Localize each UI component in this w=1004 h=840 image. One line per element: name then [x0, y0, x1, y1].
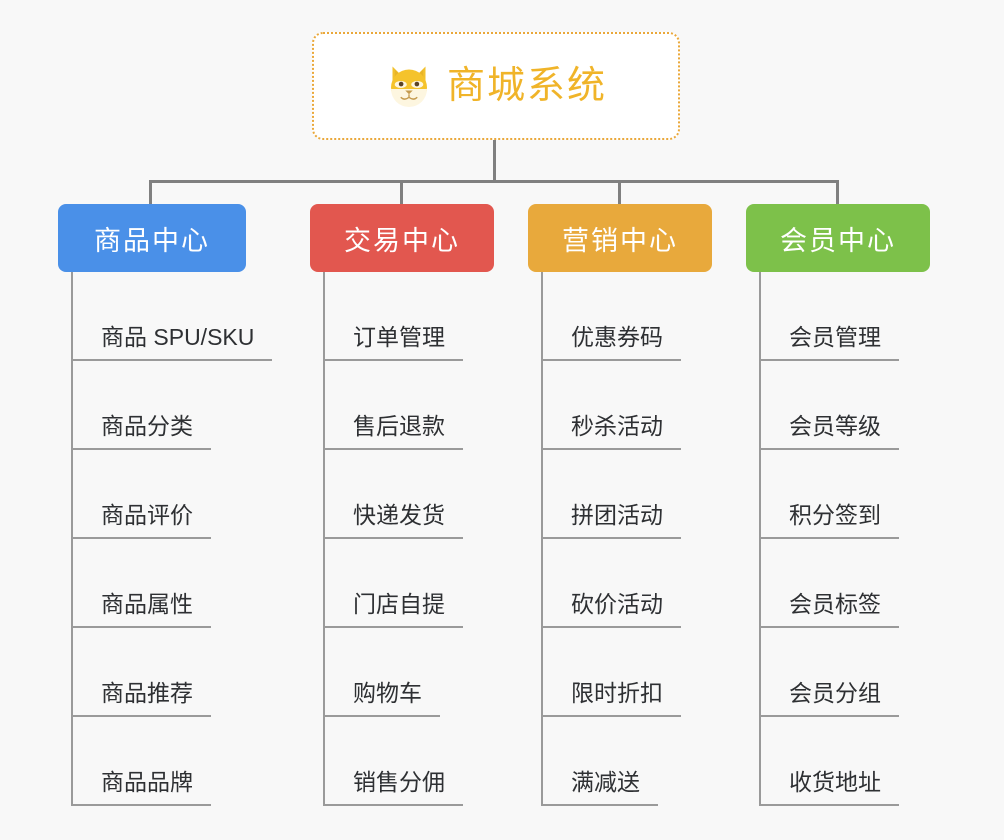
- list-item-label: 商品 SPU/SKU: [71, 324, 273, 361]
- item-list-trade-center: 订单管理 售后退款 快递发货 门店自提 购物车 销售分佣: [310, 272, 494, 806]
- list-item[interactable]: 商品品牌: [58, 717, 246, 806]
- list-item[interactable]: 收货地址: [746, 717, 930, 806]
- list-item-label: 商品属性: [71, 591, 211, 628]
- list-item[interactable]: 会员分组: [746, 628, 930, 717]
- list-item-label: 销售分佣: [323, 769, 463, 806]
- list-item[interactable]: 售后退款: [310, 361, 494, 450]
- connector-drop-3: [618, 180, 621, 206]
- connector-drop-1: [149, 180, 152, 206]
- list-item[interactable]: 商品推荐: [58, 628, 246, 717]
- list-item[interactable]: 会员标签: [746, 539, 930, 628]
- root-node[interactable]: 商城系统: [312, 32, 680, 140]
- list-item[interactable]: 砍价活动: [528, 539, 712, 628]
- list-item[interactable]: 优惠券码: [528, 272, 712, 361]
- list-item-label: 快递发货: [323, 502, 463, 539]
- list-item[interactable]: 门店自提: [310, 539, 494, 628]
- list-item-label: 积分签到: [759, 502, 899, 539]
- list-item-label: 砍价活动: [541, 591, 681, 628]
- category-header-label: 交易中心: [344, 225, 460, 256]
- list-item[interactable]: 商品 SPU/SKU: [58, 272, 273, 361]
- category-column-product-center: 商品中心 商品 SPU/SKU 商品分类 商品评价 商品属性 商品推荐 商品品牌: [58, 204, 273, 806]
- connector-horizontal-bus: [150, 180, 838, 183]
- list-item-label: 售后退款: [323, 413, 463, 450]
- connector-drop-4: [836, 180, 839, 206]
- category-column-marketing-center: 营销中心 优惠券码 秒杀活动 拼团活动 砍价活动 限时折扣 满减送: [528, 204, 712, 806]
- list-item[interactable]: 销售分佣: [310, 717, 494, 806]
- list-item[interactable]: 限时折扣: [528, 628, 712, 717]
- category-header-label: 商品中心: [94, 225, 210, 256]
- list-item-label: 满减送: [541, 769, 658, 806]
- list-item[interactable]: 快递发货: [310, 450, 494, 539]
- list-item[interactable]: 满减送: [528, 717, 712, 806]
- category-header-member-center[interactable]: 会员中心: [746, 204, 930, 272]
- list-item[interactable]: 商品属性: [58, 539, 246, 628]
- list-item-label: 会员管理: [759, 324, 899, 361]
- connector-drop-2: [400, 180, 403, 206]
- list-spine: [541, 272, 543, 806]
- list-item-label: 购物车: [323, 680, 440, 717]
- category-header-product-center[interactable]: 商品中心: [58, 204, 246, 272]
- category-header-marketing-center[interactable]: 营销中心: [528, 204, 712, 272]
- connector-root-stem: [493, 140, 496, 182]
- list-item[interactable]: 会员管理: [746, 272, 930, 361]
- list-item[interactable]: 购物车: [310, 628, 494, 717]
- category-header-label: 营销中心: [562, 225, 678, 256]
- category-column-member-center: 会员中心 会员管理 会员等级 积分签到 会员标签 会员分组 收货地址: [746, 204, 930, 806]
- category-header-label: 会员中心: [780, 225, 896, 256]
- item-list-member-center: 会员管理 会员等级 积分签到 会员标签 会员分组 收货地址: [746, 272, 930, 806]
- list-item-label: 限时折扣: [541, 680, 681, 717]
- list-item-label: 门店自提: [323, 591, 463, 628]
- list-item-label: 订单管理: [323, 324, 463, 361]
- list-spine: [323, 272, 325, 806]
- list-item-label: 会员分组: [759, 680, 899, 717]
- list-item-label: 商品分类: [71, 413, 211, 450]
- list-item[interactable]: 商品评价: [58, 450, 246, 539]
- list-item-label: 商品评价: [71, 502, 211, 539]
- list-item-label: 收货地址: [759, 769, 899, 806]
- item-list-product-center: 商品 SPU/SKU 商品分类 商品评价 商品属性 商品推荐 商品品牌: [58, 272, 273, 806]
- list-item-label: 优惠券码: [541, 324, 681, 361]
- list-item[interactable]: 商品分类: [58, 361, 246, 450]
- list-item[interactable]: 秒杀活动: [528, 361, 712, 450]
- list-item[interactable]: 积分签到: [746, 450, 930, 539]
- list-item[interactable]: 订单管理: [310, 272, 494, 361]
- list-item-label: 商品品牌: [71, 769, 211, 806]
- category-column-trade-center: 交易中心 订单管理 售后退款 快递发货 门店自提 购物车 销售分佣: [310, 204, 494, 806]
- list-item-label: 会员标签: [759, 591, 899, 628]
- list-item[interactable]: 拼团活动: [528, 450, 712, 539]
- list-item[interactable]: 会员等级: [746, 361, 930, 450]
- root-title: 商城系统: [446, 65, 607, 107]
- list-spine: [759, 272, 761, 806]
- shiba-dog-icon: [390, 66, 427, 107]
- item-list-marketing-center: 优惠券码 秒杀活动 拼团活动 砍价活动 限时折扣 满减送: [528, 272, 712, 806]
- list-item-label: 会员等级: [759, 413, 899, 450]
- list-item-label: 秒杀活动: [541, 413, 681, 450]
- list-spine: [71, 272, 73, 806]
- list-item-label: 商品推荐: [71, 680, 211, 717]
- category-header-trade-center[interactable]: 交易中心: [310, 204, 494, 272]
- list-item-label: 拼团活动: [541, 502, 681, 539]
